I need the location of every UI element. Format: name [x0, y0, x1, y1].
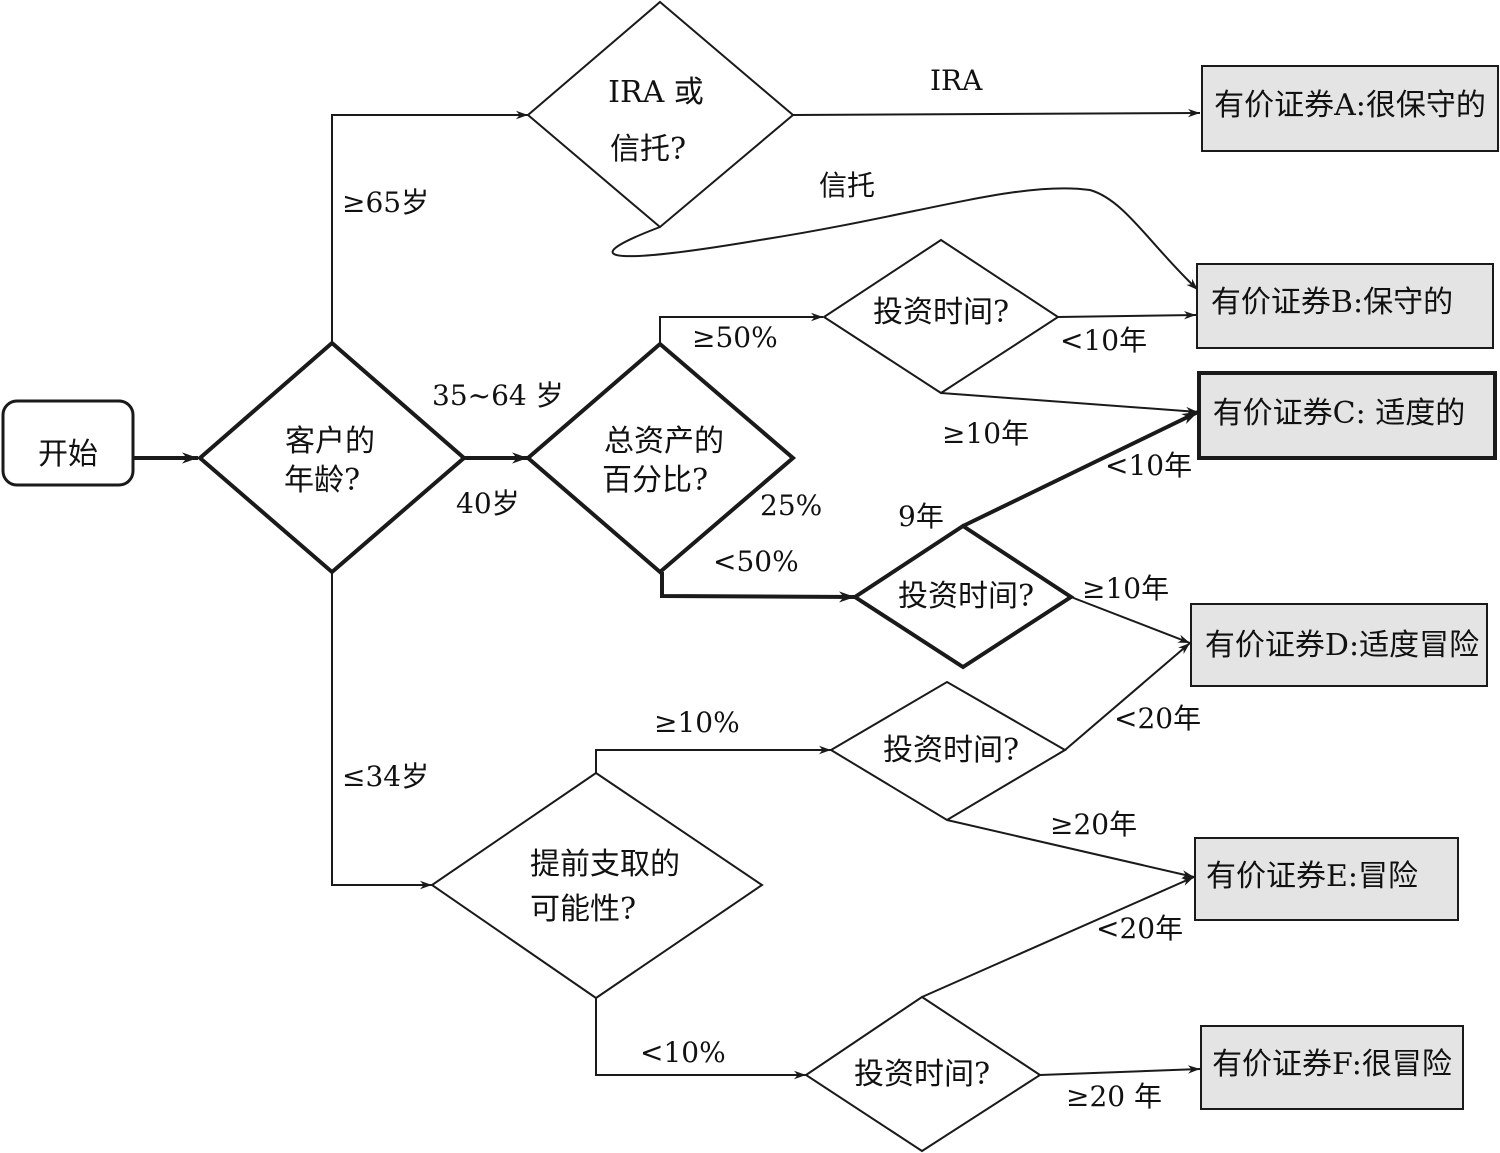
outcome-box-c — [1197, 371, 1497, 460]
outcome-f-label: 有价证券F:很冒险 — [1212, 1047, 1452, 1082]
edge-withdraw-timell — [595, 998, 806, 1080]
edge-label-time-ge20-e: ≥20年 — [1050, 808, 1137, 841]
outcome-a-label: 有价证券A:很保守的 — [1214, 88, 1486, 123]
edge-label-time-ge10-c: ≥10年 — [942, 417, 1029, 450]
edge-label-pct-ge50: ≥50% — [692, 321, 778, 354]
edge-ira-a — [792, 108, 1201, 118]
edge-label-time-ge10-d: ≥10年 — [1082, 572, 1169, 605]
edge-asset-timemid — [660, 572, 856, 603]
decision-time-lower-lower — [804, 995, 1042, 1153]
age-label-line1: 客户的 — [285, 424, 375, 459]
decision-time-mid — [851, 523, 1075, 670]
edge-age-withdraw — [331, 572, 432, 890]
edge-label-pct-25: 25% — [760, 489, 822, 522]
asset-percent-label-line1: 总资产的 — [604, 424, 724, 459]
edge-label-age-35-64: 35~64 岁 — [432, 379, 564, 412]
edge-timell-f — [1039, 1065, 1201, 1076]
edge-label-ira: IRA — [930, 64, 983, 97]
edge-age-ira — [331, 110, 528, 343]
edge-timeupper-c — [940, 392, 1199, 416]
decision-ira-trust — [526, 0, 795, 229]
time-lower-lower-label: 投资时间? — [854, 1057, 990, 1092]
edge-label-age-34: ≤34岁 — [342, 760, 429, 793]
age-label-line2: 年龄? — [284, 463, 360, 498]
edge-trust-b — [611, 187, 1199, 291]
decision-early-withdraw — [430, 771, 764, 1000]
ira-trust-label-line2: 信托? — [610, 132, 686, 167]
edge-label-withdraw-ge10: ≥10% — [654, 706, 740, 739]
decision-time-upper — [822, 238, 1060, 395]
edge-timemid-c — [962, 410, 1199, 528]
edge-label-time-9: 9年 — [898, 500, 944, 533]
time-mid-label: 投资时间? — [898, 579, 1034, 614]
edge-timelu-e — [946, 819, 1195, 879]
edge-label-withdraw-lt10: <10% — [640, 1036, 726, 1069]
start-label: 开始 — [38, 437, 98, 472]
time-lower-upper-label: 投资时间? — [883, 733, 1019, 768]
asset-percent-label-line2: 百分比? — [602, 463, 708, 498]
outcome-e-label: 有价证券E:冒险 — [1206, 859, 1418, 894]
edge-label-age-40: 40岁 — [456, 487, 520, 520]
edge-label-time-lt10-c: <10年 — [1105, 449, 1192, 482]
edge-timeupper-b — [1057, 310, 1197, 320]
outcome-box-d — [1190, 603, 1488, 687]
decision-age — [196, 340, 468, 575]
time-upper-label: 投资时间? — [873, 295, 1009, 330]
start-node — [1, 399, 135, 487]
edge-label-time-lt10-b: <10年 — [1060, 324, 1147, 357]
edge-withdraw-timelu — [595, 745, 831, 773]
decision-time-lower-upper — [829, 680, 1067, 822]
early-withdraw-label-line2: 可能性? — [530, 892, 636, 927]
outcome-box-e — [1194, 837, 1459, 921]
outcome-box-f — [1200, 1025, 1464, 1110]
edge-label-time-lt20-e: <20年 — [1096, 912, 1183, 945]
edge-timemid-d — [1070, 596, 1191, 644]
ira-trust-label-line1: IRA 或 — [608, 75, 704, 110]
edge-asset-timeupper — [659, 312, 823, 344]
edge-label-time-lt20-d: <20年 — [1114, 702, 1201, 735]
edge-label-pct-lt50: <50% — [713, 545, 799, 578]
edge-label-age-65: ≥65岁 — [342, 186, 429, 219]
outcome-d-label: 有价证券D:适度冒险 — [1205, 628, 1479, 663]
edge-timell-e — [921, 876, 1195, 998]
outcome-c-label: 有价证券C: 适度的 — [1213, 396, 1466, 431]
outcome-b-label: 有价证券B:保守的 — [1211, 285, 1453, 320]
early-withdraw-label-line1: 提前支取的 — [530, 847, 680, 882]
outcome-box-a — [1201, 65, 1499, 152]
edge-timelu-d — [1064, 642, 1191, 751]
edge-label-time-ge20-f: ≥20 年 — [1066, 1080, 1162, 1113]
decision-asset-percent — [524, 341, 797, 575]
outcome-box-b — [1196, 263, 1494, 349]
edge-label-trust: 信托 — [819, 169, 875, 202]
